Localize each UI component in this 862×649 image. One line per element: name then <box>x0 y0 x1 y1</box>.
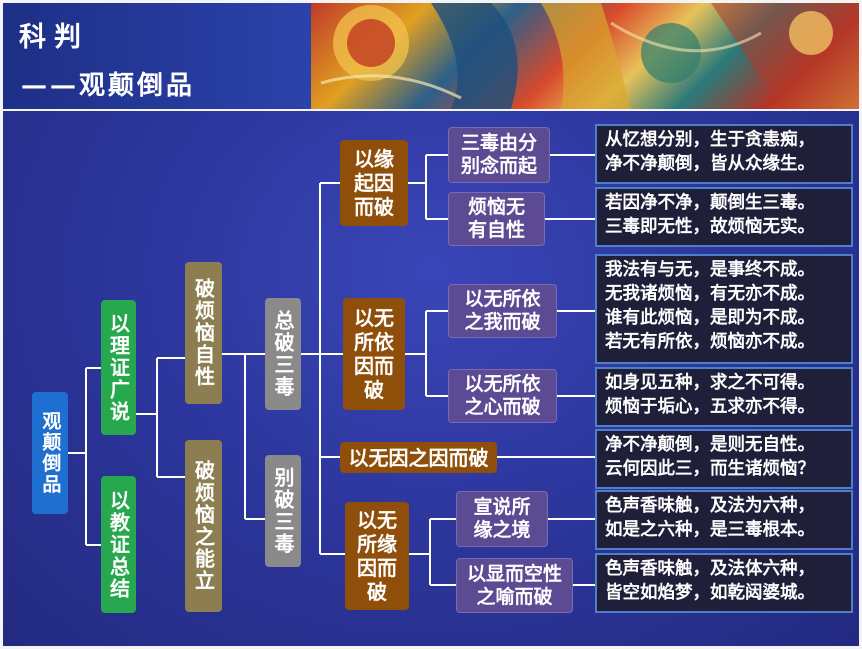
verse-line: 无我诸烦恼，有无亦不成。 <box>605 284 815 304</box>
verse-line: 净不净颠倒，是则无自性。 <box>605 435 815 455</box>
verse-line: 烦恼于垢心，五求亦不得。 <box>605 397 815 417</box>
thangka-artwork <box>311 3 859 109</box>
verse-line: 色声香味触，及法为六种， <box>605 496 815 516</box>
node-no-basis-self: 以无所依之我而破 <box>448 284 557 338</box>
verse-box: 色声香味触，及法体六种， 皆空如焰梦，如乾闼婆城。 <box>595 553 853 613</box>
verse-line: 如身见五种，求之不可得。 <box>605 373 815 393</box>
header-banner: 科判 ——观颠倒品 <box>3 3 859 109</box>
node-specific-refutation: 别破三毒 <box>265 455 301 567</box>
verse-line: 净不净颠倒，皆从众缘生。 <box>605 154 815 174</box>
verse-line: 若因净不净，颠倒生三毒。 <box>605 193 815 213</box>
verse-line: 我法有与无，是事终不成。 <box>605 260 815 280</box>
verse-line: 谁有此烦恼，是即为不成。 <box>605 308 815 328</box>
node-no-self-nature: 烦恼无有自性 <box>448 192 545 246</box>
node-by-no-object: 以无所缘因而破 <box>345 502 409 610</box>
page-subtitle: ——观颠倒品 <box>21 71 196 101</box>
verse-line: 从忆想分别，生于贪恚痴， <box>605 130 815 150</box>
node-by-no-cause: 以无因之因而破 <box>340 442 497 473</box>
root-node: 观颠倒品 <box>32 392 68 514</box>
node-metaphor-empty: 以显而空性之喻而破 <box>456 558 573 613</box>
verse-box: 从忆想分别，生于贪恚痴， 净不净颠倒，皆从众缘生。 <box>595 124 853 184</box>
verse-box: 如身见五种，求之不可得。 烦恼于垢心，五求亦不得。 <box>595 367 853 427</box>
verse-line: 如是之六种，是三毒根本。 <box>605 520 815 540</box>
node-explain-object: 宣说所缘之境 <box>456 491 548 547</box>
node-refute-ability: 破烦恼之能立 <box>185 440 222 612</box>
node-refute-nature: 破烦恼自性 <box>185 262 222 404</box>
node-by-no-basis: 以无所依因而破 <box>343 298 405 410</box>
verse-box: 色声香味触，及法为六种， 如是之六种，是三毒根本。 <box>595 490 853 550</box>
verse-line: 三毒即无性，故烦恼无实。 <box>605 217 815 237</box>
verse-line: 云何因此三，而生诸烦恼？ <box>605 459 815 479</box>
node-general-refutation: 总破三毒 <box>265 298 301 410</box>
node-by-conditions: 以缘起因而破 <box>340 140 408 226</box>
verse-line: 若无有所依，烦恼亦不成。 <box>605 332 815 352</box>
artwork-pattern <box>320 3 859 109</box>
node-scripture-proof: 以教证总结 <box>101 476 136 613</box>
verse-box: 若因净不净，颠倒生三毒。 三毒即无性，故烦恼无实。 <box>595 187 853 247</box>
node-poison-origin: 三毒由分别念而起 <box>448 127 550 183</box>
node-reason-proof: 以理证广说 <box>101 300 136 435</box>
verse-box: 我法有与无，是事终不成。 无我诸烦恼，有无亦不成。 谁有此烦恼，是即为不成。 若… <box>595 254 853 364</box>
page-title: 科判 <box>19 22 89 53</box>
verse-line: 皆空如焰梦，如乾闼婆城。 <box>605 583 815 603</box>
verse-line: 色声香味触，及法体六种， <box>605 559 815 579</box>
verse-box: 净不净颠倒，是则无自性。 云何因此三，而生诸烦恼？ <box>595 429 853 489</box>
node-no-basis-mind: 以无所依之心而破 <box>448 369 557 423</box>
